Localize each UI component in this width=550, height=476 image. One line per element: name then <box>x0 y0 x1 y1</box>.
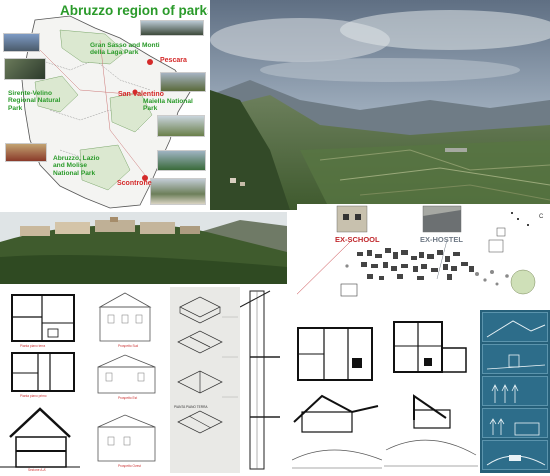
mountain-photo-icon <box>5 143 47 162</box>
mountain-photo-icon <box>160 72 206 92</box>
mountain-photo-icon <box>3 33 40 52</box>
concept-sketch-2 <box>482 344 548 374</box>
concept-sketch-1 <box>482 312 548 342</box>
park-label-gran-sasso: Gran Sasso and Monti della Laga Park <box>90 42 160 57</box>
city-label-san-valentino: San Valentino <box>118 91 164 98</box>
caption-axo-ground-floor: PIANTA PIANO TERRA <box>174 405 208 409</box>
wall-detail-illustration <box>240 290 280 470</box>
mountain-photo-icon <box>157 115 205 137</box>
caption-ground-floor: Pianta piano terra <box>20 344 46 348</box>
ex-hostel-project-illustration <box>384 321 478 467</box>
axonometric-illustration <box>177 296 238 434</box>
settlement-masterplan: C EX-SCHOOL EX-HOSTEL <box>297 204 550 308</box>
trees-sketch <box>491 384 519 403</box>
ex-hostel-label: EX-HOSTEL <box>420 235 463 244</box>
concept-sketch-4 <box>482 408 548 438</box>
roof-profile-sketch <box>486 320 546 338</box>
ex-school-plans-illustration <box>0 292 156 468</box>
city-label-scontrone: Scontrone <box>117 180 152 187</box>
city-label-pescara: Pescara <box>160 57 187 64</box>
wall-detail-sheet <box>240 287 290 473</box>
mountain-photo-icon <box>140 20 204 36</box>
ex-hostel-project-sheet <box>384 310 478 473</box>
caption-west-elevation: Prospetto Ovest <box>118 464 141 468</box>
abruzzo-park-map: Abruzzo region of parks Gran Sasso and M… <box>0 0 208 210</box>
building-section-sketch <box>486 354 546 370</box>
region-outline-map <box>21 15 191 209</box>
ex-school-label: EX-SCHOOL <box>335 235 380 244</box>
ex-school-project-illustration <box>292 327 382 469</box>
compass-icon: C <box>539 214 544 220</box>
terrain-sketch <box>486 455 546 466</box>
concept-sketch-3 <box>482 376 548 406</box>
park-label-maiella: Maiella National Park <box>143 98 193 113</box>
concept-sketch-panel <box>480 310 550 473</box>
mountain-photo-icon <box>4 58 46 80</box>
caption-east-elevation: Prospetto Est <box>118 396 138 400</box>
trees-building-sketch <box>489 418 540 436</box>
ex-school-drawings-sheet: Pianta piano terra Pianta piano primo Se… <box>0 287 170 473</box>
axonometric-sheet: PIANTA PIANO TERRA <box>170 287 240 473</box>
valley-landscape-illustration <box>210 0 550 210</box>
park-label-abruzzo-lazio-molise: Abruzzo, Lazio and Molise National Park <box>53 155 100 177</box>
park-label-sirente-velino: Sirente-Velino Regional Natural Park <box>8 90 61 112</box>
caption-south-elevation: Prospetto Sud <box>118 344 139 348</box>
valley-landscape-photo <box>210 0 550 210</box>
mountain-photo-icon <box>150 178 206 205</box>
caption-section: Sezione A-A' <box>28 468 47 472</box>
caption-first-floor: Pianta piano primo <box>20 394 47 398</box>
ex-school-project-sheet <box>292 310 382 473</box>
village-illustration <box>0 212 287 284</box>
mountain-photo-icon <box>157 150 206 171</box>
hilltop-village-photo <box>0 212 287 284</box>
concept-sketch-5 <box>482 440 548 470</box>
map-title: Abruzzo region of parks <box>60 3 208 18</box>
settlement-map-illustration: C <box>297 205 544 297</box>
